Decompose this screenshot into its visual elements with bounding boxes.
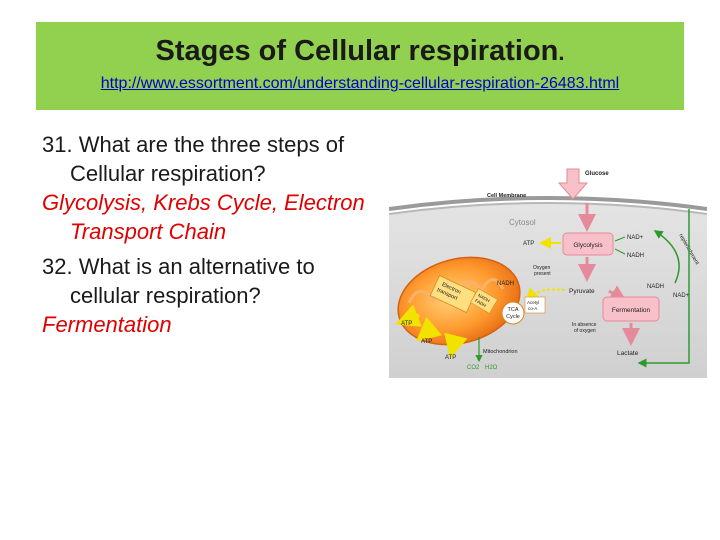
atp-arrow-3: [444, 332, 468, 359]
oxygen-present-label-1: Oxygen: [533, 265, 550, 271]
nad-right-label: NAD+: [673, 293, 690, 299]
absence-label-2: of oxygen: [574, 328, 596, 334]
atp-glycolysis-label: ATP: [523, 241, 534, 247]
atp-arrow-2: [415, 316, 442, 342]
question-31: 31. What are the three steps of Cellular…: [42, 130, 372, 246]
replenishment-arrow: [653, 230, 680, 284]
glycolysis-label: Glycolysis: [573, 242, 603, 249]
slide-title-text: Stages of Cellular respiration: [155, 35, 559, 67]
glycolysis-box: [562, 232, 614, 256]
glucose-arrow: [557, 168, 589, 200]
co2-label: CO2: [467, 365, 480, 371]
atp-arrow-1: [395, 304, 423, 327]
question-list: 31. What are the three steps of Cellular…: [42, 130, 372, 339]
nadh-fadh-label-1: NADH: [477, 293, 491, 304]
cytosol-label: Cytosol: [509, 218, 536, 227]
oxygen-present-label-2: present: [534, 271, 551, 277]
pyruvate-label: Pyruvate: [569, 288, 595, 295]
h2o-label: H2O: [485, 365, 498, 371]
atp-label-1: ATP: [401, 321, 412, 327]
question-31-prompt: 31. What are the three steps of Cellular…: [42, 132, 345, 186]
nadh-top-connector: [614, 248, 626, 255]
question-32-answer: Fermentation: [42, 312, 172, 337]
title-band: Stages of Cellular respiration. http://w…: [36, 22, 684, 110]
absence-label-1: In absence: [572, 322, 597, 328]
nadh-top-label: NADH: [627, 253, 644, 259]
mitochondrion-label: Mitochondrion: [483, 349, 518, 355]
cell-membrane-line: [389, 196, 707, 211]
atp-label-2: ATP: [421, 339, 432, 345]
tca-label-1: TCA: [508, 307, 519, 313]
diagram-svg: Cell Membrane Cytosol Glucose Glycolysis…: [389, 163, 707, 378]
source-link[interactable]: http://www.essortment.com/understanding-…: [100, 75, 620, 92]
question-32: 32. What is an alternative to cellular r…: [42, 252, 372, 339]
nad-top-label: NAD+: [627, 235, 644, 241]
acetyl-label-2: co-A: [528, 306, 537, 311]
cell-membrane-inner-line: [389, 202, 707, 215]
nadh-fadh-label-2: FADH: [474, 298, 487, 308]
slide-title-dot: .: [558, 40, 565, 65]
nadh-right-label: NADH: [647, 284, 664, 290]
tca-cycle-circle: [501, 301, 525, 325]
atp-label-3: ATP: [445, 355, 456, 361]
nad-top-connector: [614, 236, 626, 242]
question-31-answer: Glycolysis, Krebs Cycle, Electron Transp…: [42, 190, 365, 244]
fermentation-label: Fermentation: [612, 307, 651, 314]
glucose-label: Glucose: [585, 171, 609, 177]
fermentation-box: [602, 296, 660, 322]
lactate-label: Lactate: [617, 350, 639, 357]
slide-title: Stages of Cellular respiration.: [36, 34, 684, 70]
question-32-prompt: 32. What is an alternative to cellular r…: [42, 254, 315, 308]
nadh-mito-label: NADH: [497, 281, 514, 287]
nadh-fadh-box: [470, 288, 498, 314]
acetyl-coa-box: [524, 296, 546, 314]
acetyl-label-1: Acetyl: [527, 300, 539, 305]
right-loop-arrow: [637, 209, 690, 368]
tca-label-2: Cycle: [506, 314, 520, 320]
cellular-respiration-diagram: Cell Membrane Cytosol Glucose Glycolysis…: [389, 163, 707, 378]
cell-membrane-label: Cell Membrane: [487, 193, 526, 199]
